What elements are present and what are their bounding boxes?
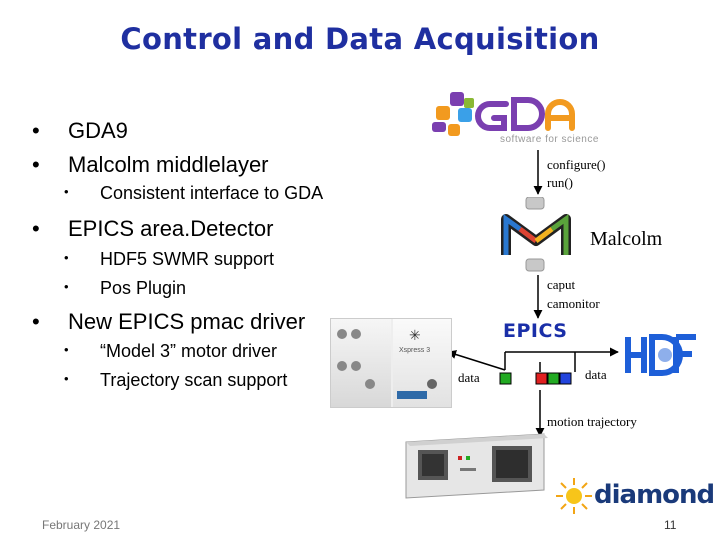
sub-bullet-glyph: • [64, 250, 69, 265]
hdf-logo-icon [625, 334, 696, 376]
motion-trajectory-label: motion trajectory [547, 414, 637, 429]
footer-date: February 2021 [42, 518, 121, 532]
bullet-item: Malcolm middlelayer [68, 152, 269, 177]
sub-bullet-glyph: • [64, 342, 69, 357]
bullet-item: GDA9 [68, 118, 128, 143]
diamond-wordmark: diamond [594, 480, 715, 510]
bullet-glyph: • [32, 216, 40, 241]
malcolm-label: Malcolm [590, 228, 663, 250]
vendor-badge [397, 391, 427, 399]
caput-label: caput [547, 277, 576, 292]
node-red [535, 372, 548, 385]
sub-bullet-glyph: • [64, 371, 69, 386]
sub-bullet-item: Pos Plugin [100, 278, 187, 298]
data-right-label: data [585, 367, 607, 382]
sub-bullet-item: “Model 3” motor driver [100, 341, 278, 361]
sub-bullet-glyph: • [64, 279, 69, 294]
bnc-connector-icon [427, 379, 437, 389]
xspress3-detector-image: ✳ Xspress 3 [330, 318, 452, 408]
bullet-glyph: • [32, 152, 40, 177]
snowflake-icon: ✳ [409, 327, 421, 343]
slide-title: Control and Data Acquisition [120, 22, 600, 56]
gda-logo-mark-icon [432, 92, 575, 136]
bullet-glyph: • [32, 309, 40, 334]
rack-controller-icon [405, 433, 548, 499]
bullet-item: EPICS area.Detector [68, 216, 274, 241]
run-label: run() [547, 175, 573, 190]
camonitor-label: camonitor [547, 296, 600, 311]
epics-label: EPICS [503, 320, 568, 342]
sub-bullet-item: Trajectory scan support [100, 370, 288, 390]
gda-tagline: software for science [500, 134, 599, 145]
bnc-connector-icon [337, 329, 347, 339]
sub-bullet-glyph: • [64, 184, 69, 199]
bnc-connector-icon [365, 379, 375, 389]
xspress-label: Xspress 3 [399, 347, 431, 354]
gda-logo: software for science [428, 88, 648, 150]
page-number: 11 [664, 518, 677, 532]
bnc-connector-icon [351, 329, 361, 339]
diamond-sunburst-icon [556, 478, 592, 514]
node-green [547, 372, 560, 385]
bnc-connector-icon [351, 361, 361, 371]
bnc-connector-icon [337, 361, 347, 371]
motion-controller-image [400, 432, 550, 502]
configure-label: configure() [547, 157, 606, 172]
data-left-label: data [458, 370, 480, 385]
node-blue [559, 372, 572, 385]
diamond-logo: diamond [554, 476, 715, 518]
arrow-epics-to-detector [447, 350, 506, 371]
sub-bullet-item: Consistent interface to GDA [100, 183, 324, 203]
malcolm-logo [496, 196, 580, 275]
bullet-glyph: • [32, 118, 40, 143]
node-green-left [499, 372, 512, 385]
bullet-item: New EPICS pmac driver [68, 309, 306, 334]
malcolm-m-icon [501, 196, 571, 272]
hdf-logo [624, 333, 700, 377]
sub-bullet-item: HDF5 SWMR support [100, 249, 275, 269]
